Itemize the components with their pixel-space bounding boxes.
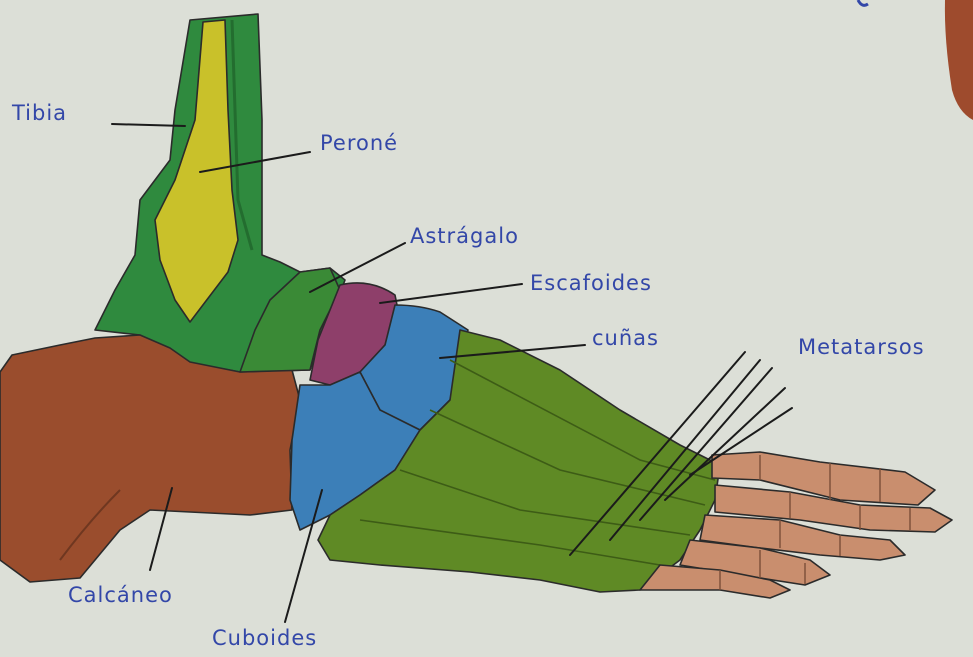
label-tibia: Tibia	[11, 101, 67, 125]
label-escafoides: Escafoides	[530, 271, 652, 295]
label-cuboides: Cuboides	[212, 626, 317, 650]
label-astragalo: Astrágalo	[410, 224, 519, 248]
label-metatarsos: Metatarsos	[798, 335, 925, 359]
label-cunas: cuñas	[592, 326, 659, 350]
label-calcaneo: Calcáneo	[68, 583, 173, 607]
label-perone: Peroné	[320, 131, 398, 155]
